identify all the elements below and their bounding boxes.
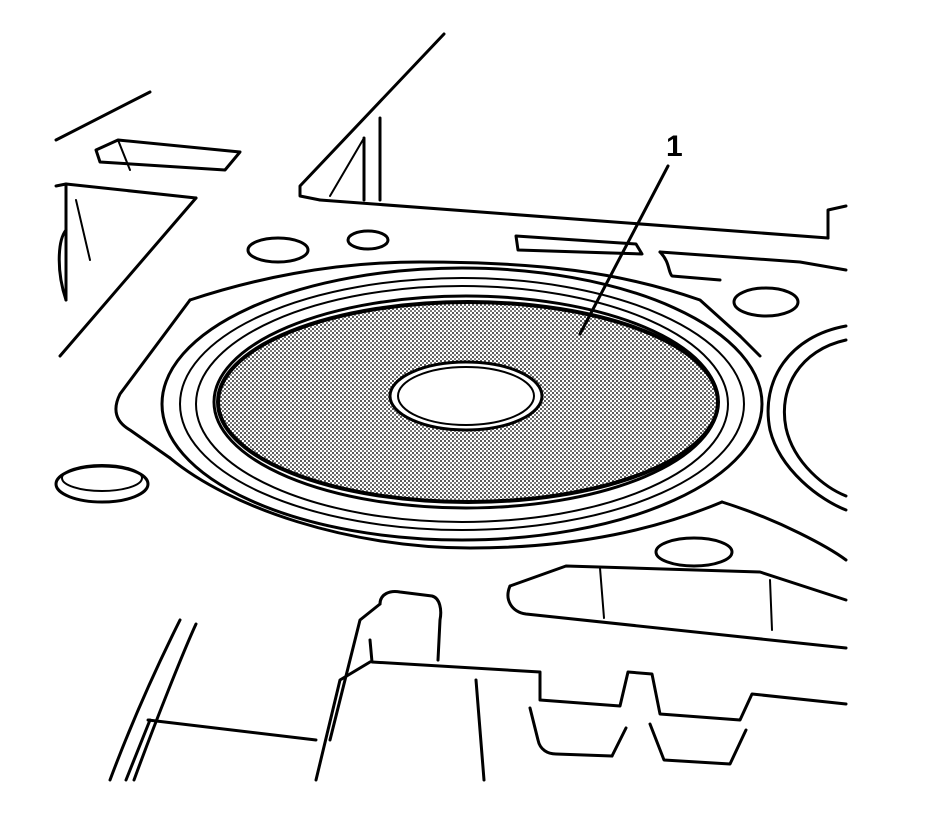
adjacent-bore	[738, 324, 848, 512]
lower-block	[108, 564, 848, 782]
gasket-plate	[114, 260, 848, 562]
callout-label-1: 1	[666, 130, 683, 163]
upper-center-block	[298, 32, 848, 240]
callout-1: 1	[578, 130, 683, 336]
upper-left-block	[54, 90, 242, 358]
piston-face	[216, 300, 720, 504]
gasket-holes	[54, 229, 848, 568]
